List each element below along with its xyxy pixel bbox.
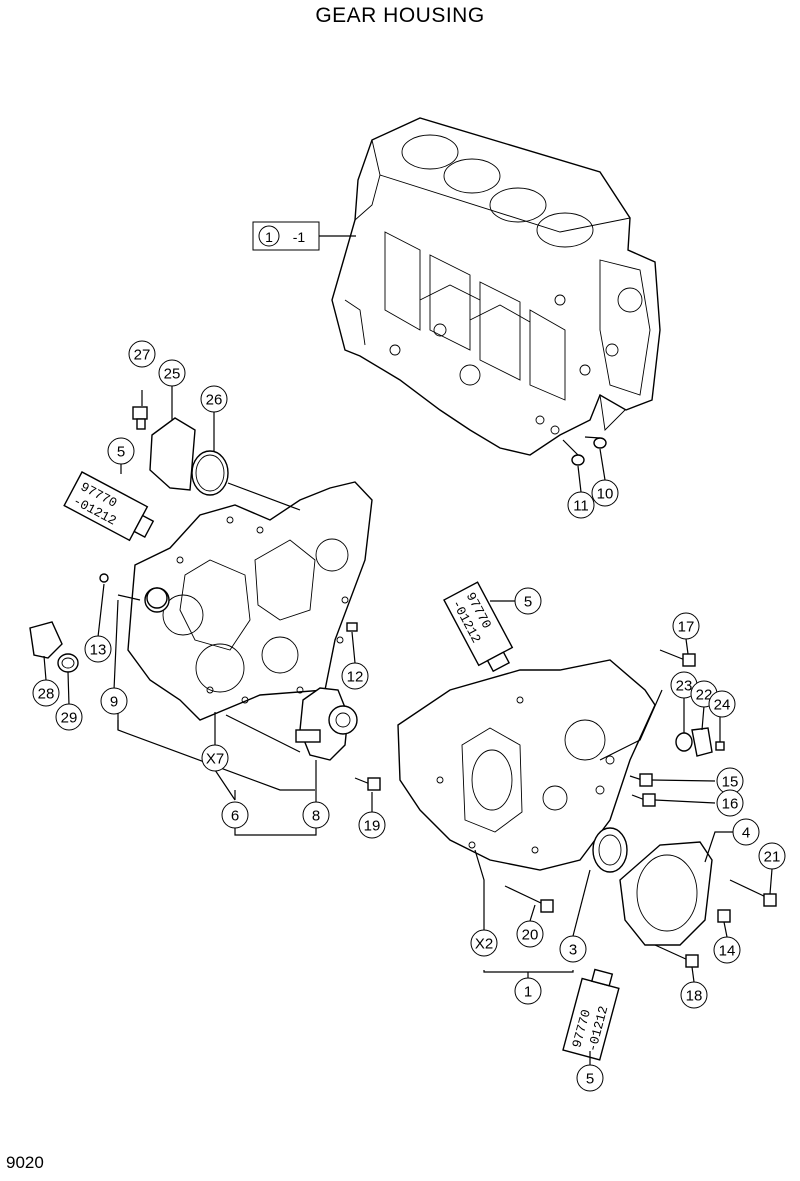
svg-text:22: 22 — [696, 687, 713, 704]
callout-26: 26 — [200, 385, 228, 413]
callout-18: 18 — [680, 981, 708, 1009]
bolt-21 — [729, 879, 777, 907]
callout-x7: X7 — [201, 744, 229, 772]
callout-9: 9 — [100, 687, 128, 715]
oil-pump-8 — [295, 687, 358, 761]
callout-14: 14 — [713, 936, 741, 964]
bolt-16 — [631, 793, 656, 807]
dowel-pin-12 — [346, 622, 358, 632]
oil-seal — [146, 587, 168, 609]
callout-15: 15 — [716, 767, 744, 795]
callout-10: 10 — [591, 479, 619, 507]
callout-20: 20 — [516, 920, 544, 948]
bolt-17 — [659, 649, 696, 667]
sealant-tube-3: 97770 -01212 — [562, 968, 620, 1061]
callout-24: 24 — [708, 690, 736, 718]
svg-text:11: 11 — [573, 498, 589, 515]
bolt-20 — [504, 885, 554, 913]
callout-29: 29 — [55, 703, 83, 731]
cover-4 — [619, 841, 713, 946]
svg-text:17: 17 — [678, 619, 695, 636]
callout-5-upper: 5 — [107, 437, 135, 465]
callout-3: 3 — [559, 935, 587, 963]
page-title: GEAR HOUSING — [315, 4, 485, 27]
svg-text:X7: X7 — [206, 751, 224, 768]
svg-text:25: 25 — [164, 366, 181, 383]
svg-text:15: 15 — [722, 774, 739, 791]
svg-text:9: 9 — [110, 694, 118, 711]
block-ref-number: 1 — [265, 229, 273, 245]
svg-text:26: 26 — [206, 392, 223, 409]
svg-text:20: 20 — [522, 927, 539, 944]
callout-5-lower: 5 — [576, 1064, 604, 1092]
callout-x2: X2 — [470, 929, 498, 957]
cylinder-block — [331, 117, 661, 456]
svg-text:10: 10 — [597, 486, 614, 503]
callout-23: 23 — [670, 671, 698, 699]
bolt-19 — [354, 777, 381, 791]
sealant-tube-1: 97770 -01212 — [63, 471, 155, 542]
svg-text:18: 18 — [686, 988, 703, 1005]
svg-text:19: 19 — [364, 818, 381, 835]
svg-text:28: 28 — [38, 686, 55, 703]
o-ring-26 — [191, 450, 229, 496]
callout-25: 25 — [158, 359, 186, 387]
svg-text:X2: X2 — [475, 936, 493, 953]
svg-text:24: 24 — [714, 697, 731, 714]
bolt-15 — [629, 773, 653, 787]
callout-21: 21 — [758, 842, 786, 870]
plate-22 — [691, 727, 713, 757]
stud-9 — [117, 594, 141, 601]
nut-14 — [717, 909, 731, 923]
svg-text:21: 21 — [764, 849, 781, 866]
svg-text:5: 5 — [586, 1071, 594, 1088]
bolt-18 — [654, 944, 699, 968]
callout-11: 11 — [567, 491, 595, 519]
sealant-tube-2: 97770 -01212 — [443, 581, 514, 673]
callout-27: 27 — [128, 340, 156, 368]
gear-case-cover — [397, 659, 656, 871]
svg-text:14: 14 — [719, 943, 736, 960]
svg-text:12: 12 — [347, 669, 364, 686]
o-ring-11 — [571, 454, 585, 466]
page-number: 9020 — [6, 1153, 44, 1172]
svg-text:27: 27 — [134, 347, 151, 364]
callout-1: 1 — [514, 977, 542, 1005]
o-ring-10 — [593, 437, 607, 449]
block-ref-suffix: -1 — [293, 229, 306, 245]
callout-8: 8 — [302, 801, 330, 829]
callout-6: 6 — [221, 801, 249, 829]
svg-text:5: 5 — [117, 444, 125, 461]
oil-seal-3 — [592, 827, 628, 873]
callout-13: 13 — [84, 635, 112, 663]
cap-28 — [29, 621, 63, 659]
o-ring-23 — [675, 732, 693, 752]
callout-28: 28 — [32, 679, 60, 707]
o-ring-29 — [57, 653, 79, 673]
nut-13 — [99, 573, 109, 583]
svg-text:4: 4 — [742, 825, 750, 842]
bolt-24 — [715, 741, 725, 751]
svg-text:8: 8 — [312, 808, 320, 825]
svg-text:6: 6 — [231, 808, 239, 825]
svg-text:16: 16 — [722, 796, 739, 813]
svg-text:1: 1 — [524, 984, 532, 1001]
callout-12: 12 — [341, 662, 369, 690]
cover-plate-25 — [149, 417, 196, 491]
svg-text:3: 3 — [569, 942, 577, 959]
callout-16: 16 — [716, 789, 744, 817]
callout-5-middle: 5 — [514, 587, 542, 615]
block-reference-callout: 1 -1 — [252, 221, 320, 251]
callout-19: 19 — [358, 811, 386, 839]
svg-text:29: 29 — [61, 710, 78, 727]
svg-text:23: 23 — [676, 678, 693, 695]
callout-17: 17 — [672, 612, 700, 640]
svg-text:13: 13 — [90, 642, 107, 659]
callout-4: 4 — [732, 818, 760, 846]
bolt-27 — [132, 406, 148, 430]
svg-text:5: 5 — [524, 594, 532, 611]
